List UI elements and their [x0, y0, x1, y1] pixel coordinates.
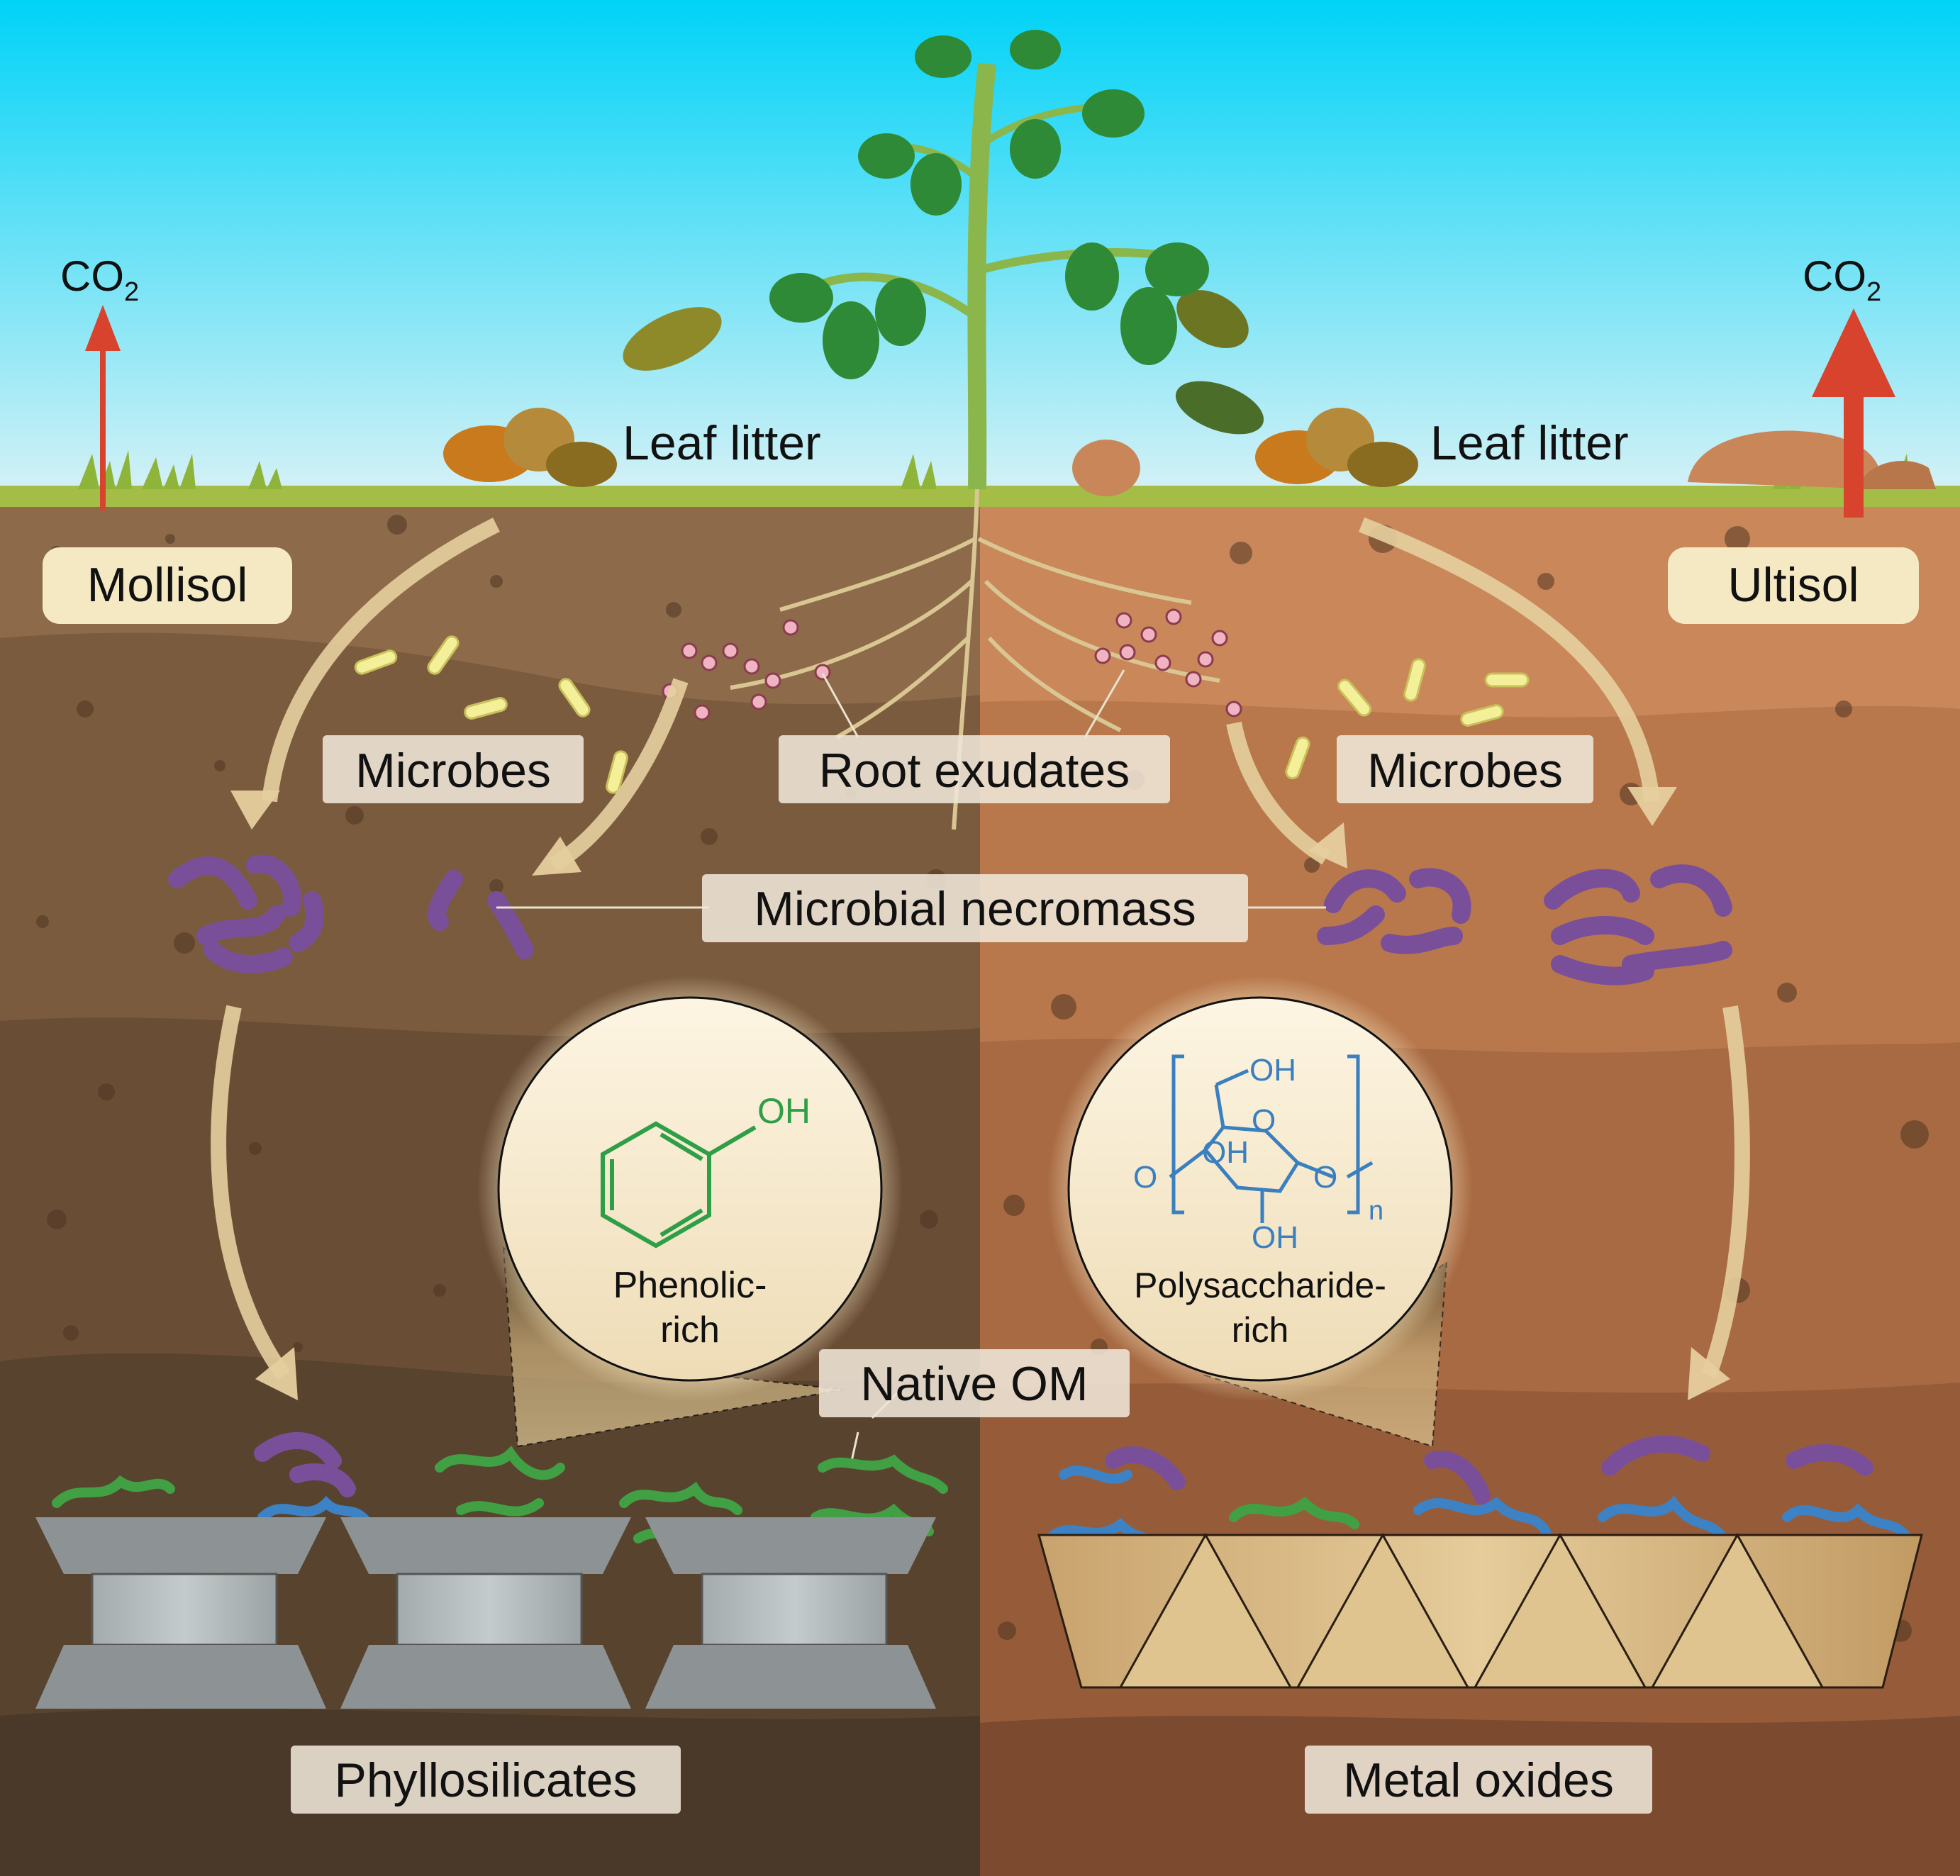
- leaf-litter-pile-right: [1255, 408, 1418, 487]
- sugar-structure: [1169, 1054, 1374, 1223]
- co2-left-label: CO2: [60, 252, 139, 307]
- phenol-oh-label: OH: [757, 1091, 811, 1131]
- polysaccharide-caption-line2: rich: [1232, 1310, 1289, 1350]
- phenolic-caption-line2: rich: [660, 1310, 720, 1351]
- sugar-o-ring: O: [1252, 1103, 1276, 1138]
- phyllosilicates-label: Phyllosilicates: [334, 1753, 637, 1807]
- microbes-right-cells: [1285, 658, 1530, 780]
- native-om-label: Native OM: [860, 1357, 1088, 1411]
- leaf-litter-pile-left: [443, 408, 617, 487]
- flow-arrowheads: [230, 787, 1730, 1400]
- label-boxes: [43, 547, 1919, 1814]
- leaf-litter-left-label: Leaf litter: [623, 416, 821, 470]
- falling-leaves: [623, 290, 1264, 435]
- phenol-structure: [601, 1121, 757, 1249]
- microbes-left-label: Microbes: [355, 744, 551, 798]
- grass-line: [0, 486, 1960, 507]
- om-chains-polysaccharide: [257, 1465, 1912, 1558]
- sugar-o-right: O: [1313, 1160, 1337, 1195]
- ultisol-label: Ultisol: [1727, 558, 1859, 612]
- co2-arrow-right: [1812, 308, 1895, 518]
- om-necromass-caps: [254, 1431, 1873, 1504]
- sugar-oh-mid: OH: [1202, 1135, 1249, 1170]
- polysaccharide-caption-line1: Polysaccharide-: [1134, 1266, 1386, 1305]
- co2-arrow-left: [85, 305, 121, 510]
- root-exudates-label: Root exudates: [819, 744, 1130, 798]
- flow-arrows: [211, 517, 1750, 1380]
- sugar-o-left: O: [1133, 1160, 1157, 1195]
- sugar-subscript-n: n: [1369, 1196, 1383, 1226]
- surface-rocks: [1072, 430, 1936, 496]
- phenolic-caption-line1: Phenolic-: [613, 1265, 767, 1306]
- mollisol-label: Mollisol: [87, 558, 248, 612]
- microbes-right-label: Microbes: [1367, 744, 1563, 798]
- necromass-clusters: [168, 854, 1732, 986]
- microbes-left-cells: [354, 635, 628, 794]
- co2-right-label: CO2: [1803, 252, 1881, 307]
- microbial-necromass-label: Microbial necromass: [754, 882, 1196, 936]
- phenolic-circle: [497, 996, 883, 1382]
- root-exudate-dots: [662, 608, 1242, 721]
- leaf-litter-right-label: Leaf litter: [1430, 416, 1629, 470]
- metal-oxides-label: Metal oxides: [1343, 1753, 1614, 1807]
- phyllosilicate-blocks: [35, 1517, 936, 1709]
- plant: [769, 30, 1209, 490]
- sugar-oh-bottom: OH: [1252, 1220, 1298, 1255]
- sugar-oh-top: OH: [1249, 1053, 1296, 1088]
- metal-oxide-triangles: [1037, 1532, 1923, 1689]
